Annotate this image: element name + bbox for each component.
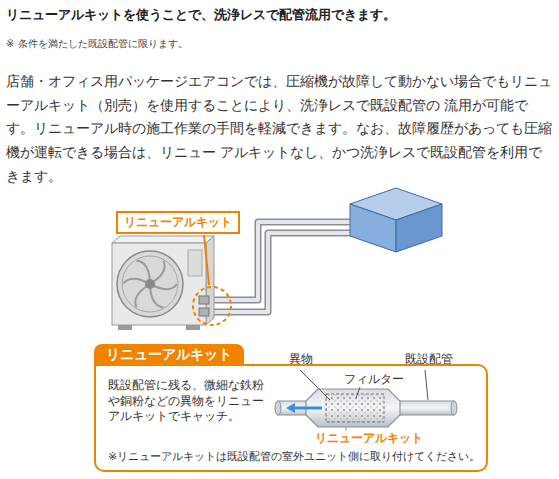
panel-note: ※リニューアルキットは既設配管の室外ユニット側に取り付けてください。 — [108, 450, 480, 464]
note: ※ 条件を満たした既設配管に限ります。 — [6, 38, 546, 50]
tag-text: リニューアルキット — [124, 214, 232, 231]
panel-heading: リニューアルキット — [94, 344, 244, 364]
callout-tag: リニューアルキット — [116, 211, 240, 234]
outdoor-unit — [112, 236, 214, 330]
panel-body: 既設配管に残る、微細な鉄粉や銅粉などの異物をリニューアルキットでキャッチ。 — [108, 378, 270, 425]
leader-line — [204, 235, 209, 285]
title: リニューアルキットを使うことで、洗浄レスで配管流用できます。 — [6, 6, 554, 24]
paragraph: 店舗・オフィス用パッケージエアコンでは、圧縮機が故障して動かない場合でもリニュー… — [6, 70, 552, 188]
indoor-unit — [350, 188, 442, 252]
refrigerant-pipes — [210, 222, 352, 312]
part-label: フィルター — [343, 372, 405, 386]
info-panel: リニューアルキット 既設配管に残る、微細な鉄粉や銅粉などの異物をリニューアルキット… — [94, 364, 488, 472]
kit-detail — [275, 370, 457, 433]
kit-highlight — [193, 287, 231, 325]
part-label: リニューアルキット — [314, 431, 424, 445]
